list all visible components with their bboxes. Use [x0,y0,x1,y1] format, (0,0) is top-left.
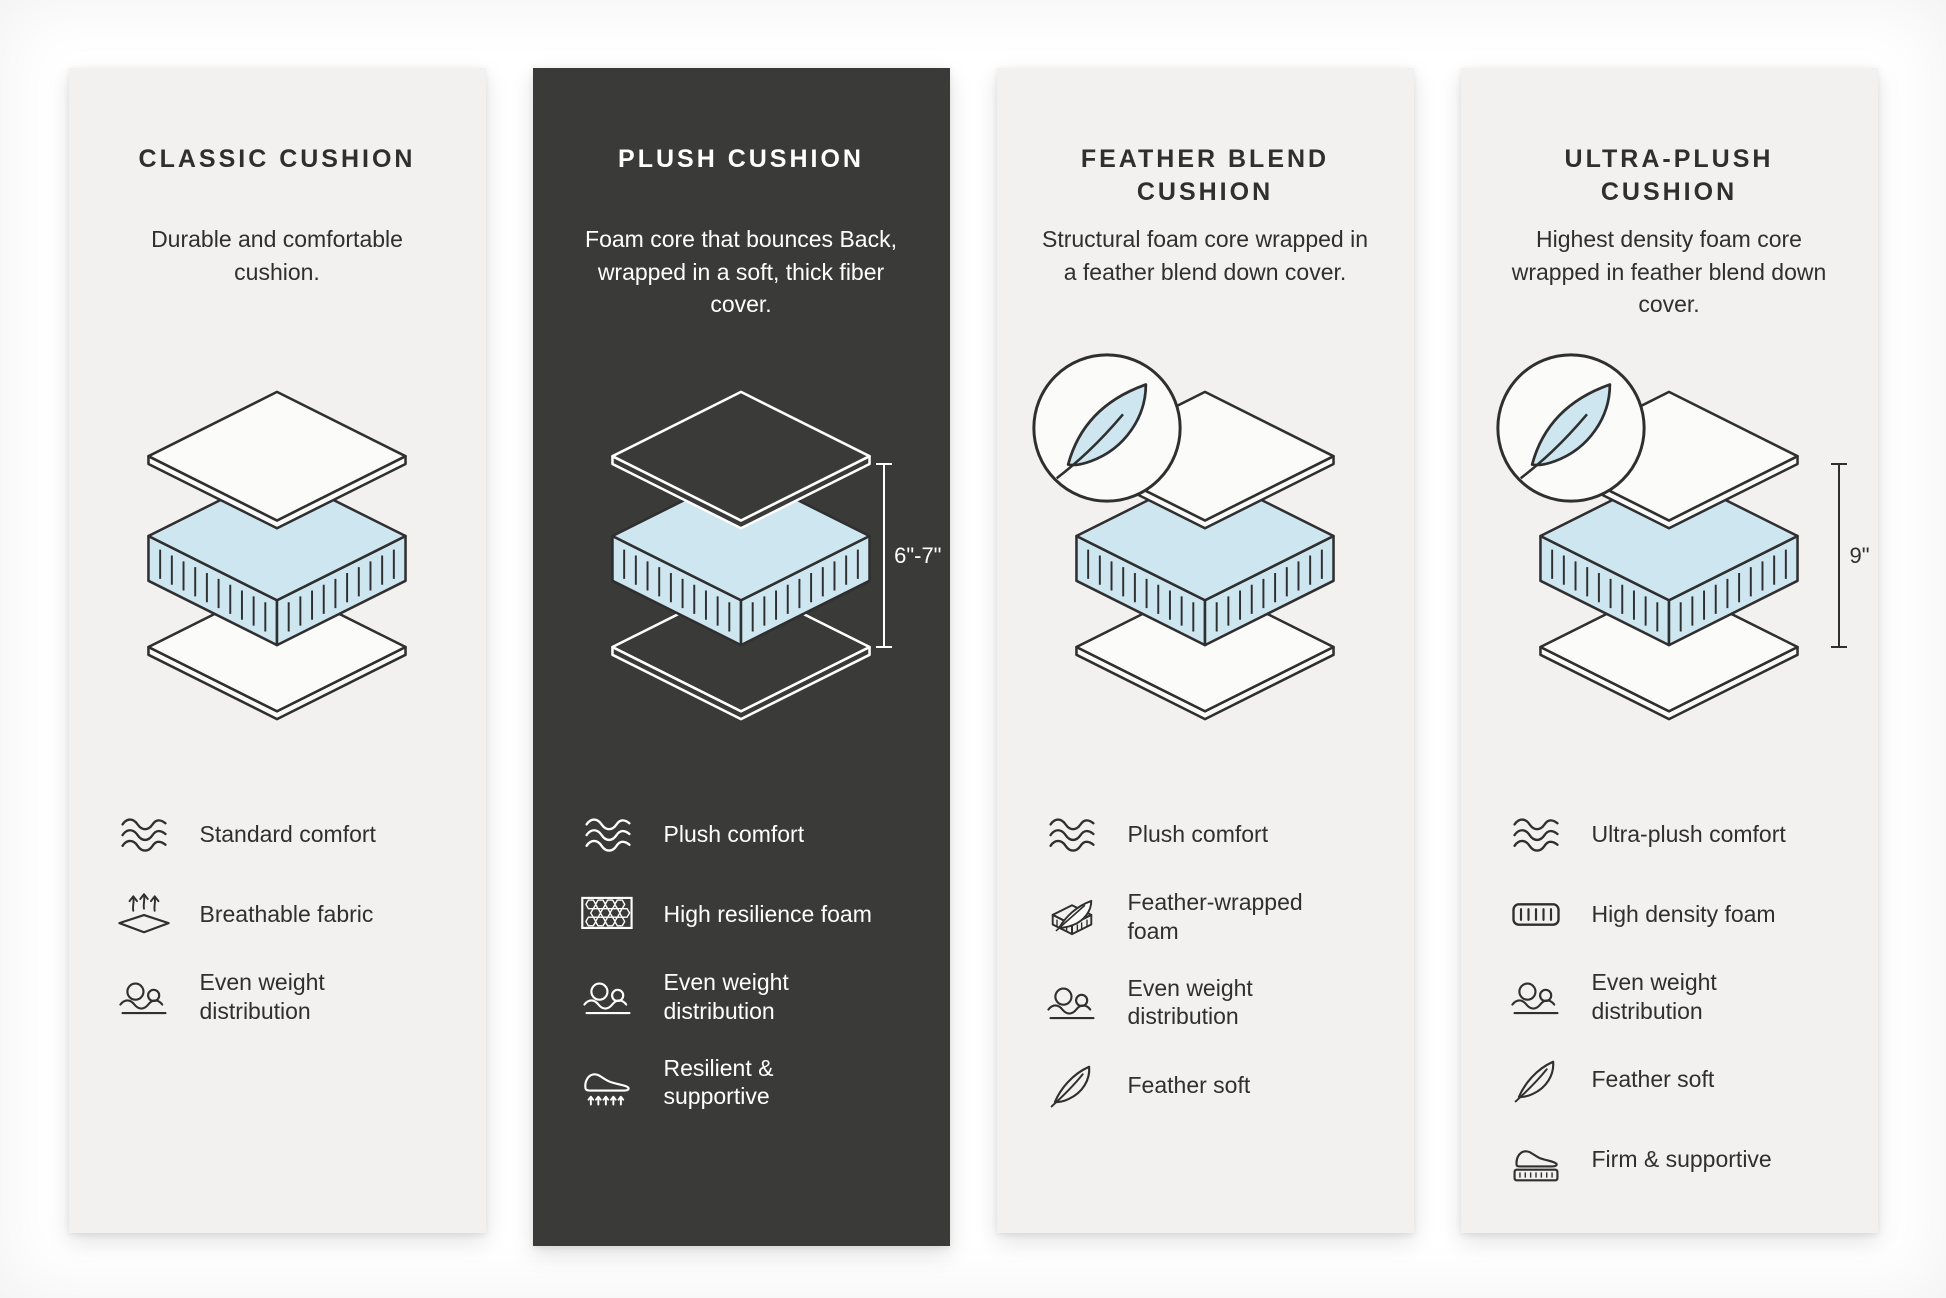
dimension-line [1831,463,1848,648]
feature-label: Plush comfort [663,820,805,847]
feature-row: Plush comfort [578,808,905,860]
panel-description: Durable and comfortable cushion. [151,226,403,285]
panel-description: Foam core that bounces Back, wrapped in … [585,226,897,318]
panel-feather-blend-cushion: FEATHER BLEND CUSHION Structural foam co… [996,68,1414,1233]
panel-title: PLUSH CUSHION [618,145,864,173]
feature-label: Even weight distribution [663,969,789,1024]
panel-plush-cushion: PLUSH CUSHION Foam core that bounces Bac… [532,68,950,1246]
even-weight-distribution-icon [578,971,664,1023]
feature-label: Even weight distribution [1591,969,1717,1024]
firm-supportive-icon [1506,1134,1592,1186]
feature-label: Standard comfort [199,820,376,847]
feature-label: Feather-wrapped foam [1127,889,1303,944]
feature-row: Plush comfort [1042,808,1369,860]
feature-label: Even weight distribution [199,969,325,1024]
height-dimension-marker: 6"-7" [876,463,942,648]
resilient-supportive-icon [578,1056,664,1108]
cushion-diagram [1057,388,1353,728]
waves-icon [1506,808,1592,860]
feature-label: High density foam [1591,900,1776,927]
feature-row: Ultra-plush comfort [1506,808,1833,860]
feature-list: Ultra-plush comfort High density foam Ev… [1506,808,1833,1186]
feature-label: High resilience foam [663,900,872,927]
feather-icon [1506,1054,1592,1106]
even-weight-distribution-icon [1042,976,1128,1028]
panel-title: FEATHER BLEND CUSHION [1080,145,1330,206]
panel-title: ULTRA-PLUSH CUSHION [1564,145,1774,206]
feature-list: Standard comfort Breathable fabric Even … [114,808,441,1026]
panel-classic-cushion: CLASSIC CUSHION Durable and comfortable … [68,68,486,1233]
feather-icon [1042,1059,1128,1111]
even-weight-distribution-icon [114,971,200,1023]
dimension-line [876,463,893,648]
feature-row: Resilient & supportive [578,1054,905,1112]
feature-row: Breathable fabric [114,888,441,940]
feature-label: Feather soft [1591,1066,1715,1093]
panel-description: Highest density foam core wrapped in fea… [1511,226,1827,318]
high-resilience-foam-icon [578,888,664,940]
even-weight-distribution-icon [1506,971,1592,1023]
feather-badge-icon [1491,348,1651,508]
cushion-layers-illustration [593,388,889,723]
feature-row: Even weight distribution [114,968,441,1026]
dimension-label: 9" [1849,542,1870,568]
feature-row: Even weight distribution [1042,974,1369,1032]
cushion-diagram [593,388,889,728]
feature-label: Resilient & supportive [663,1054,774,1110]
feature-row: Even weight distribution [578,968,905,1026]
feature-label: Even weight distribution [1127,974,1253,1030]
feature-label: Firm & supportive [1591,1146,1772,1173]
panel-title: CLASSIC CUSHION [138,145,416,173]
feature-list: Plush comfort High resilience foam Even … [578,808,905,1111]
feature-row: Feather soft [1042,1059,1369,1111]
feature-label: Feather soft [1127,1071,1251,1098]
cushion-diagram [129,388,425,728]
height-dimension-marker: 9" [1831,463,1870,648]
waves-icon [578,808,664,860]
cushion-diagram [1521,388,1817,728]
feature-row: High resilience foam [578,888,905,940]
waves-icon [1042,808,1128,860]
cushion-layers-illustration [129,388,425,723]
feather-badge-icon [1027,348,1187,508]
panel-description: Structural foam core wrapped in a feathe… [1042,226,1368,285]
feature-label: Ultra-plush comfort [1591,820,1786,847]
feature-row: Standard comfort [114,808,441,860]
breathable-fabric-icon [114,888,200,940]
feature-row: Feather soft [1506,1054,1833,1106]
feature-label: Plush comfort [1127,820,1269,847]
high-density-foam-icon [1506,888,1592,940]
feature-row: High density foam [1506,888,1833,940]
dimension-label: 6"-7" [894,542,942,568]
panel-ultra-plush-cushion: ULTRA-PLUSH CUSHION Highest density foam… [1460,68,1878,1233]
feather-wrapped-foam-icon [1042,891,1128,943]
feature-label: Breathable fabric [199,900,374,927]
feature-list: Plush comfort Feather-wrapped foam Even … [1042,808,1369,1111]
feature-row: Firm & supportive [1506,1134,1833,1186]
feature-row: Even weight distribution [1506,968,1833,1026]
feature-row: Feather-wrapped foam [1042,888,1369,946]
waves-icon [114,808,200,860]
